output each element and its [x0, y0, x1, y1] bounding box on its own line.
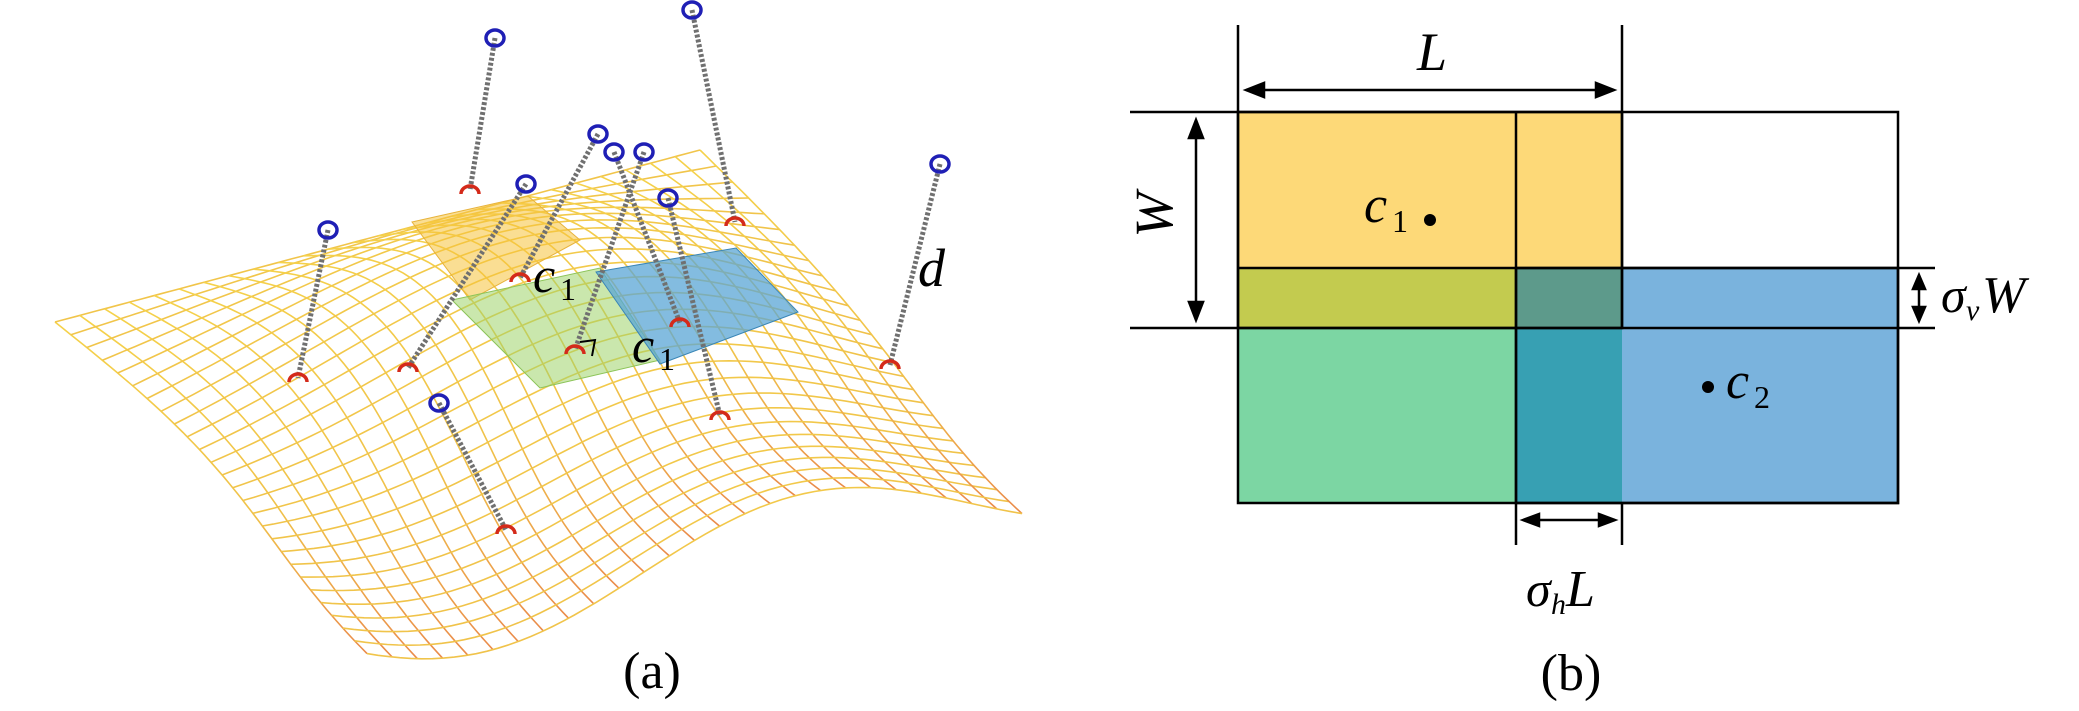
sensor-bottom-marker — [495, 524, 517, 535]
sensor-rod — [405, 182, 529, 370]
mesh-row-line — [300, 420, 954, 578]
mesh-row-line — [331, 456, 986, 619]
mesh-row-line — [354, 476, 1010, 647]
label-W: W — [1124, 187, 1184, 237]
region-yellow — [1238, 112, 1622, 268]
right-angle-mark — [579, 338, 597, 357]
mesh-col-line — [699, 149, 1023, 515]
mesh-row-line — [262, 359, 914, 527]
label-c2-sub: 2 — [1754, 379, 1770, 415]
label-sigma-v-W: W — [1982, 267, 2030, 324]
sensor-top-marker — [657, 188, 679, 208]
label-c1-lower: c — [632, 317, 654, 373]
sensor-bottom-marker — [879, 359, 901, 370]
sensor-rod — [887, 163, 943, 366]
sensor-rod — [517, 132, 601, 280]
sensor-rod — [665, 197, 723, 417]
region-olive — [1238, 268, 1516, 328]
sensor-bottom-marker — [459, 184, 481, 195]
mesh-row-line — [320, 445, 975, 605]
label-c1-sub: 1 — [1392, 203, 1408, 239]
mesh-row-line — [310, 433, 964, 592]
sensor-top-marker — [633, 142, 655, 162]
mesh-row-line — [290, 407, 944, 566]
sensor-top-marker — [428, 393, 450, 413]
label-sigma-h-L: L — [1565, 561, 1595, 618]
sensor-top-marker — [681, 0, 703, 20]
patch-blue — [595, 247, 799, 365]
label-c1: c — [1364, 177, 1387, 234]
panel-b: L W c 1 c 2 σ v W σ h L (b) — [1124, 22, 2030, 702]
patch-yellow — [411, 195, 581, 301]
sensor-top-marker — [603, 142, 625, 162]
dimension-lines — [1130, 25, 1935, 545]
sensor-top-marker — [317, 220, 339, 240]
region-dark-teal — [1516, 328, 1622, 503]
sensor-rod — [295, 229, 331, 379]
point-c2 — [1702, 381, 1714, 393]
label-c1-upper-sub: 1 — [560, 271, 576, 307]
region-teal-overlap — [1516, 268, 1622, 328]
sensor-bottom-marker — [564, 344, 586, 355]
sensor-top-marker — [515, 174, 537, 194]
label-c1-upper: c — [533, 247, 555, 303]
label-sigma-v-sub: v — [1966, 294, 1980, 327]
region-green — [1238, 328, 1516, 503]
label-d: d — [918, 238, 946, 298]
label-c2: c — [1726, 353, 1749, 410]
mesh-row-line — [342, 466, 998, 633]
label-sigma-h-sub: h — [1551, 588, 1566, 621]
sensor-rod — [436, 401, 509, 532]
caption-a: (a) — [623, 643, 681, 700]
mesh-col-line — [649, 162, 973, 505]
mesh-row-line — [281, 392, 934, 553]
caption-b: (b) — [1541, 645, 1602, 702]
mesh-row-line — [271, 376, 924, 540]
point-c1 — [1424, 214, 1436, 226]
sensor-top-marker — [484, 28, 506, 48]
panel-a: c 1 c 1 d (a) — [54, 0, 1023, 700]
mesh-col-line — [625, 169, 947, 499]
mesh-col-line — [178, 288, 494, 651]
mesh-col-line — [54, 321, 368, 655]
sensor-bottom-marker — [397, 362, 419, 373]
label-sigma-h: σ — [1526, 561, 1553, 617]
sensor-bottom-marker — [669, 317, 691, 328]
sensor-rod — [689, 9, 738, 223]
label-L: L — [1416, 22, 1447, 82]
sensor-bottom-marker — [724, 216, 746, 227]
sensor-top-marker — [587, 124, 609, 144]
mesh-col-line — [674, 155, 998, 510]
sensor-rods — [287, 0, 951, 535]
sensor-rod — [611, 151, 683, 324]
sensor-top-marker — [929, 154, 951, 174]
mesh-col-line — [600, 175, 922, 494]
sensor-bottom-marker — [509, 272, 531, 283]
label-c1-lower-sub: 1 — [659, 341, 675, 377]
label-sigma-v: σ — [1941, 267, 1968, 323]
sensor-bottom-marker — [287, 372, 309, 383]
mesh-row-line — [366, 486, 1023, 660]
sensor-bottom-marker — [709, 410, 731, 421]
sensor-rod — [467, 37, 498, 191]
outlines — [1236, 110, 1900, 505]
